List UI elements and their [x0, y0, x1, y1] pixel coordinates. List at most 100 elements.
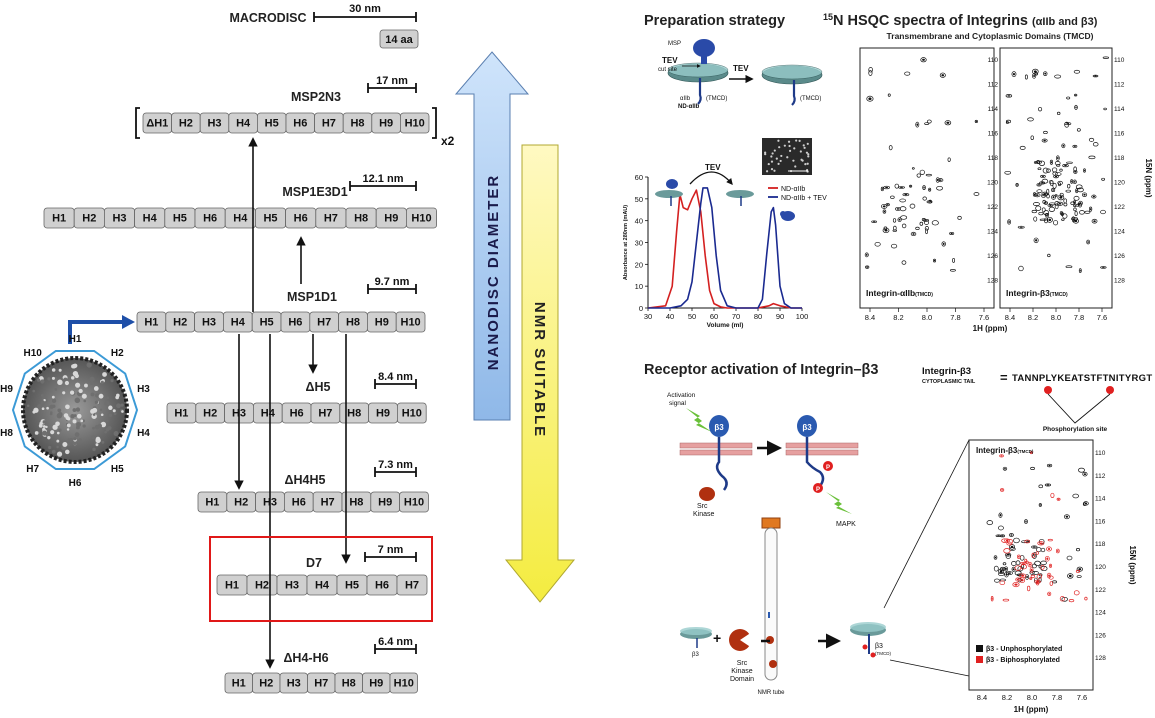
overlay-spec-label-name: Integrin-β3 — [976, 446, 1018, 455]
nd-aiib-after: (TMCD) — [761, 64, 823, 106]
overlay-y-tick: 118 — [1095, 541, 1106, 548]
disc-helix-label: H1 — [69, 334, 82, 345]
tev-site-label-2: cut site — [658, 67, 678, 73]
construct-name: ΔH5 — [306, 380, 331, 394]
helix-segment-label: H3 — [287, 677, 301, 689]
equals-sign: = — [1000, 370, 1008, 385]
helix-segment-label: H4 — [233, 212, 248, 224]
helix-segment-label: H1 — [225, 579, 239, 591]
phospho-p2 — [813, 483, 823, 493]
hsqc-y-tick-b: 118 — [1114, 155, 1125, 162]
plus-sign: + — [713, 630, 721, 646]
disc-helix-label: H9 — [0, 384, 13, 395]
chart-y-tick: 0 — [639, 304, 643, 313]
helix-segment-label: H1 — [174, 407, 188, 419]
helix-segment-label: H6 — [294, 212, 308, 224]
chart-xlabel: Volume (ml) — [707, 322, 744, 329]
helix-segment-label: H6 — [292, 496, 306, 508]
hsqc-y-tick-b: 110 — [1114, 57, 1125, 64]
construct-name: MSP1E3D1 — [282, 185, 347, 199]
overlay-y-tick: 112 — [1095, 473, 1106, 480]
helix-segment-label: H8 — [350, 117, 364, 129]
hsqc-x-tick: 8.0 — [1051, 313, 1061, 322]
overlay-spec-label: Integrin-β3(TMCD) — [976, 446, 1034, 455]
activation-title: Receptor activation of Integrin–β3 — [644, 362, 878, 378]
helix-segment-label: H9 — [369, 677, 383, 689]
macrodisc-scale-label: 30 nm — [349, 3, 381, 15]
chart-x-tick: 100 — [796, 312, 809, 321]
nmr-arrow-shape — [504, 144, 576, 603]
hsqc-y-tick-a: 128 — [987, 278, 998, 285]
nmr-tube — [764, 527, 778, 681]
diameter-arrow-shape — [454, 51, 530, 421]
diameter-arrow: NANODISC DIAMETER — [454, 51, 530, 421]
overlay-x-tick: 8.4 — [977, 693, 987, 702]
overlay-y-tick: 122 — [1095, 587, 1106, 594]
activation-signal-1: Activation — [667, 392, 696, 399]
hsqc-title: 15N HSQC spectra of Integrins(αIIb and β… — [823, 12, 1098, 29]
chart-x-tick: 80 — [754, 312, 762, 321]
hsqc-x-tick: 7.8 — [1074, 313, 1084, 322]
overlay-x-tick: 8.0 — [1027, 693, 1037, 702]
helix-segment-label: H1 — [52, 212, 66, 224]
hsqc-x-tick: 8.4 — [1005, 313, 1015, 322]
construct-name: D7 — [306, 556, 322, 570]
phospho-marker-2 — [1106, 386, 1114, 394]
chart-y-tick: 10 — [635, 282, 643, 291]
b3-label-1: β3 — [714, 423, 724, 432]
b3-receptor-inactive — [709, 415, 729, 437]
nd-aiib-label: ND-αIIb — [678, 104, 700, 110]
zoom-line-bottom — [889, 659, 970, 677]
hsqc-panel: 15N HSQC spectra of Integrins(αIIb and β… — [823, 12, 1153, 333]
overlay-y-tick: 114 — [1095, 496, 1106, 503]
overlay-ylabel: 15N (ppm) — [1128, 545, 1137, 584]
hsqc-y-tick-b: 124 — [1114, 229, 1125, 236]
overlay-y-tick: 126 — [1095, 632, 1106, 639]
helix-segment-label: H5 — [265, 117, 279, 129]
helix-segment-label: H7 — [317, 316, 331, 328]
activation-signal-2: signal — [669, 400, 687, 407]
chart-y-tick: 30 — [635, 239, 643, 248]
disc-helix-label: H10 — [23, 348, 42, 359]
tev-site-label-1: TEV — [662, 56, 678, 65]
zoom-line-top — [883, 439, 970, 609]
aiib-label: αIIb — [680, 96, 691, 102]
hsqc-overlay-peaks — [986, 451, 1089, 603]
hsqc-y-tick-a: 122 — [987, 204, 998, 211]
disc-helix-label: H3 — [137, 384, 150, 395]
construct-arrows — [234, 137, 351, 669]
helix-segment-label: H6 — [375, 579, 389, 591]
helix-segment-label: H10 — [394, 677, 414, 689]
helix-segment-label: H7 — [318, 407, 332, 419]
legend-biphos-swatch — [976, 656, 983, 663]
helix-segment-label: H4 — [315, 579, 330, 591]
scale-label: 7.3 nm — [378, 459, 413, 471]
helix-segment-label: H9 — [378, 496, 392, 508]
scale-label: 6.4 nm — [378, 636, 413, 648]
integrin-b3-label: Integrin-β3 — [922, 366, 971, 377]
helix-segment-label: H4 — [236, 117, 251, 129]
construct-name: MSP1D1 — [287, 290, 337, 304]
helix-segment-label: H8 — [346, 316, 360, 328]
helix-segment — [395, 311, 426, 333]
overlay-x-tick: 7.8 — [1052, 693, 1062, 702]
overlay-xlabel: 1H (ppm) — [1014, 705, 1049, 714]
hsqc-title-paren: (αIIb and β3) — [1032, 16, 1098, 28]
scale-label: 7 nm — [378, 544, 404, 556]
helix-segment-label: H5 — [260, 316, 274, 328]
product-tmcd-label: (TMCD) — [875, 651, 891, 656]
disc-helix-label: H5 — [111, 464, 124, 475]
helix-segment-label: H8 — [354, 212, 368, 224]
scale-label: 8.4 nm — [378, 371, 413, 383]
hsqc-y-tick-b: 126 — [1114, 253, 1125, 260]
hsqc-x-tick: 7.8 — [950, 313, 960, 322]
helix-segment-label: H2 — [203, 407, 217, 419]
phospho-connector — [1047, 393, 1111, 424]
overlay-y-tick: 110 — [1095, 450, 1106, 457]
hsqc-ylabel: 15N (ppm) — [1144, 158, 1153, 197]
phospho-p2-label: P — [816, 487, 820, 493]
